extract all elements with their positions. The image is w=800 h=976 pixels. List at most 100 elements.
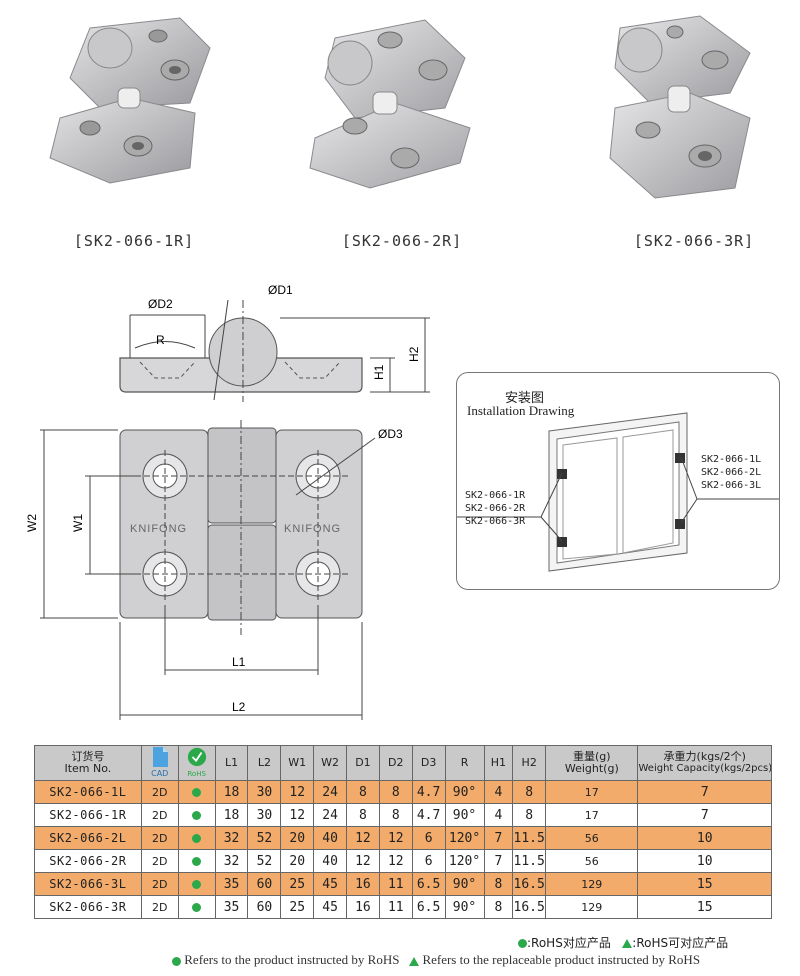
cell-capacity: 7	[637, 803, 772, 827]
label-d3: ØD3	[378, 427, 403, 441]
table-header-row: 订货号 Item No. CAD RoHS L1 L2 W1 W2	[34, 745, 772, 781]
rohs-triangle-icon	[622, 939, 633, 948]
cell-cad: 2D	[140, 895, 179, 919]
cell-rohs	[177, 826, 216, 850]
cell-d1: 8	[346, 780, 380, 804]
cell-w1: 12	[280, 803, 315, 827]
cabinet-diagram	[457, 412, 779, 572]
cell-rohs	[177, 872, 216, 896]
label-d1: ØD1	[268, 283, 293, 297]
cell-h1: 4	[483, 780, 514, 804]
header-weight: 重量(g) Weight(g)	[545, 745, 639, 781]
cell-weight: 129	[545, 872, 639, 896]
rohs-dot-icon	[518, 939, 527, 948]
label-r: R	[156, 333, 165, 347]
cell-item-no: SK2-066-1R	[34, 803, 142, 827]
cell-d1: 12	[346, 826, 380, 850]
cell-capacity: 7	[637, 780, 772, 804]
product-photo-3r	[609, 15, 751, 199]
cell-item-no: SK2-066-3L	[34, 872, 142, 896]
cell-w1: 25	[280, 872, 315, 896]
header-d3: D3	[411, 745, 446, 781]
cell-weight: 56	[545, 826, 639, 850]
cad-file-icon	[152, 747, 168, 767]
product-photo-2r	[309, 19, 471, 189]
rohs-badge-icon	[187, 747, 206, 767]
cell-l1: 35	[214, 895, 249, 919]
header-rohs: RoHS	[177, 745, 216, 781]
specification-table: 订货号 Item No. CAD RoHS L1 L2 W1 W2	[34, 745, 772, 919]
cell-capacity: 15	[637, 895, 772, 919]
cell-r: 90°	[444, 803, 485, 827]
cell-w1: 25	[280, 895, 315, 919]
cell-d3: 6	[411, 826, 446, 850]
cell-r: 90°	[444, 895, 485, 919]
hinge-marker	[675, 519, 685, 529]
rohs-dot-icon	[192, 903, 202, 912]
cell-d2: 8	[378, 803, 413, 827]
cell-h1: 7	[483, 826, 514, 850]
cell-w2: 45	[313, 895, 347, 919]
header-h1: H1	[483, 745, 514, 781]
product-photo-1r	[49, 17, 211, 184]
cell-l1: 32	[214, 826, 249, 850]
rohs-dot-icon	[192, 788, 202, 797]
cell-l2: 52	[247, 849, 282, 873]
product-caption-1r: [SK2-066-1R]	[73, 232, 195, 250]
cell-h2: 16.5	[512, 872, 547, 896]
cell-d2: 11	[378, 895, 413, 919]
front-view	[119, 427, 363, 621]
cell-d2: 12	[378, 849, 413, 873]
cell-weight: 129	[545, 895, 639, 919]
cell-r: 90°	[444, 780, 485, 804]
technical-drawing: ØD2 ØD1 R H1 H2 KNIFONG KNIFONG ØD3 W2 W…	[25, 283, 430, 720]
cell-w2: 45	[313, 872, 347, 896]
cell-rohs	[177, 780, 216, 804]
cell-capacity: 15	[637, 872, 772, 896]
cell-d2: 8	[378, 780, 413, 804]
cell-r: 120°	[444, 826, 485, 850]
cell-h2: 11.5	[512, 826, 547, 850]
legend-rohs-cn: :RoHS对应产品 :RoHS可对应产品	[518, 934, 728, 951]
cell-w1: 12	[280, 780, 315, 804]
header-d1: D1	[346, 745, 380, 781]
cell-d1: 8	[346, 803, 380, 827]
cell-r: 120°	[444, 849, 485, 873]
cell-w2: 24	[313, 803, 347, 827]
header-d2: D2	[378, 745, 413, 781]
rohs-dot-icon	[192, 857, 202, 866]
header-r: R	[444, 745, 485, 781]
cell-w1: 20	[280, 826, 315, 850]
hinge-marker	[557, 537, 567, 547]
cell-l1: 35	[214, 872, 249, 896]
cell-d3: 6.5	[411, 872, 446, 896]
cell-h1: 4	[483, 803, 514, 827]
cell-cad: 2D	[140, 872, 179, 896]
header-w1: W1	[280, 745, 315, 781]
cell-l1: 18	[214, 780, 249, 804]
label-h2: H2	[407, 346, 421, 362]
cell-w2: 40	[313, 826, 347, 850]
hinge-marker	[675, 453, 685, 463]
header-cad: CAD	[140, 745, 179, 781]
cell-h2: 8	[512, 803, 547, 827]
cell-d1: 12	[346, 849, 380, 873]
cell-h2: 8	[512, 780, 547, 804]
cell-d3: 4.7	[411, 780, 446, 804]
legend-rohs-en: Refers to the product instructed by RoHS…	[172, 952, 700, 968]
cell-d3: 4.7	[411, 803, 446, 827]
cell-cad: 2D	[140, 780, 179, 804]
product-caption-3r: [SK2-066-3R]	[633, 232, 755, 250]
left-hinge-models: SK2-066-1R SK2-066-2R SK2-066-3R	[465, 490, 526, 527]
label-h1: H1	[372, 364, 386, 380]
brand-mark-left: KNIFONG	[130, 523, 187, 535]
cell-rohs	[177, 895, 216, 919]
cell-l2: 60	[247, 895, 282, 919]
cell-d1: 16	[346, 895, 380, 919]
cell-l2: 30	[247, 780, 282, 804]
cell-item-no: SK2-066-1L	[34, 780, 142, 804]
label-w2: W2	[25, 514, 39, 532]
